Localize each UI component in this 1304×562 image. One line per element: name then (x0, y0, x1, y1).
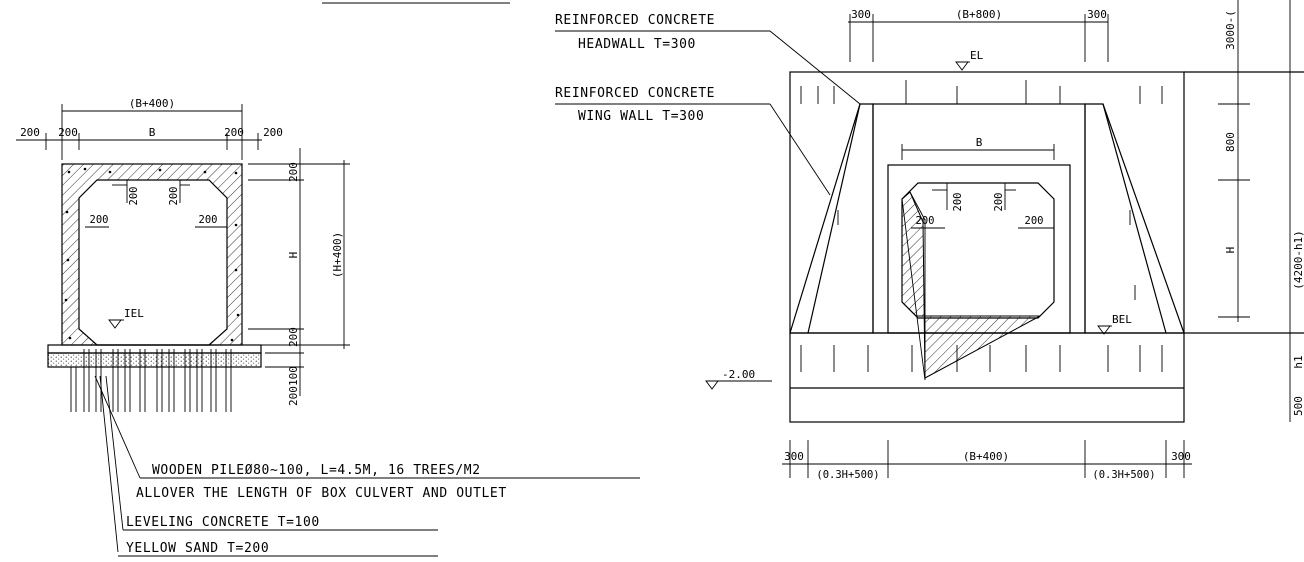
concrete-ticks (800, 80, 1163, 372)
leveling-note-text: LEVELING CONCRETE T=100 (126, 515, 320, 530)
elev-haunch-dim-4: 200 (1025, 215, 1044, 227)
el-triangle-icon (955, 61, 969, 71)
pile-note: WOODEN PILEØ80~100, L=4.5M, 16 TREES/M2 … (136, 463, 640, 501)
sand-note-text: YELLOW SAND T=200 (126, 541, 269, 556)
headwall-callout-2: HEADWALL T=300 (578, 37, 696, 52)
wingwall-callout-2: WING WALL T=300 (578, 109, 704, 124)
wooden-piles (70, 349, 232, 412)
box-wall-hatch (62, 164, 242, 345)
culvert-hatched-wedge (901, 191, 1041, 379)
el-label: EL (970, 49, 984, 62)
elev-dim-b-plus-800: (B+800) (956, 8, 1002, 21)
haunch-dim-3: 200 (90, 214, 109, 226)
elevation-right-dims (1218, 0, 1291, 422)
dim-200-bottom-slab: 200 (287, 327, 300, 347)
box-concrete-wall (62, 164, 242, 345)
elev-dim-300-bottom-left: 300 (784, 450, 804, 463)
elev-haunch-dim-1: 200 (952, 193, 964, 212)
elev-haunch-dim-3: 200 (916, 215, 935, 227)
headwall-callout-1: REINFORCED CONCRETE (555, 13, 715, 28)
iel-triangle-icon (108, 319, 122, 329)
dim-100-leveling: 100 (287, 366, 300, 386)
elev-haunch-dim-2: 200 (993, 193, 1005, 212)
elevation-bottom-dims (782, 440, 1192, 478)
leveling-concrete (47, 344, 262, 354)
box-outer (61, 163, 243, 346)
elev-dim-b-plus-400: (B+400) (963, 450, 1009, 463)
dim-b-plus-400: (B+400) (129, 97, 175, 110)
dim-h: H (287, 252, 300, 259)
elev-dim-4200-h1: (4200-h1) (1292, 230, 1304, 290)
section-top-dims (16, 104, 262, 160)
elev-dim-03h-right: (0.3H+500) (1092, 469, 1155, 481)
elevation-top-dims (848, 14, 1109, 62)
section-leaders (94, 375, 141, 553)
dim-h-plus-400: (H+400) (331, 232, 344, 278)
haunch-dim-4: 200 (199, 214, 218, 226)
elev-dim-h: H (1224, 247, 1237, 254)
sand-note: YELLOW SAND T=200 (118, 541, 438, 557)
wingwall-callout-1: REINFORCED CONCRETE (555, 86, 715, 101)
dim-200-inner-left: 200 (58, 126, 78, 139)
section-right-dims (248, 148, 350, 396)
haunch-dim-1: 200 (128, 187, 140, 206)
leveling-note: LEVELING CONCRETE T=100 (123, 515, 438, 531)
section-haunch-dims (85, 180, 227, 228)
elev-dim-300-left: 300 (851, 8, 871, 21)
elev-dim-800: 800 (1224, 132, 1237, 152)
dim-200-sand: 200 (287, 386, 300, 406)
elev-dim-500: 500 (1292, 396, 1304, 416)
elevation-haunch-dims (911, 183, 1054, 229)
elev-dim-300-bottom-right: 300 (1171, 450, 1191, 463)
headwall-outline (789, 71, 1185, 423)
dim-200-outer-left: 200 (20, 126, 40, 139)
level-triangle-icon (705, 380, 719, 390)
pile-note-line2: ALLOVER THE LENGTH OF BOX CULVERT AND OU… (136, 486, 507, 501)
elevation-view: REINFORCED CONCRETE HEADWALL T=300 REINF… (555, 0, 1304, 481)
box-inner (78, 179, 228, 346)
right-wing-wall-inner (1102, 103, 1167, 334)
elev-dim-h1: h1 (1292, 355, 1304, 368)
dim-200-outer-right: 200 (263, 126, 283, 139)
pile-note-line1: WOODEN PILEØ80~100, L=4.5M, 16 TREES/M2 (152, 463, 481, 478)
rebar-dots (64, 167, 240, 342)
dim-b: B (149, 126, 156, 139)
elev-dim-3000: 3000-( (1224, 10, 1237, 50)
elev-dim-b: B (976, 136, 983, 149)
bel-label: BEL (1112, 313, 1132, 326)
dim-200-inner-right: 200 (224, 126, 244, 139)
yellow-sand (47, 352, 262, 368)
haunch-dim-2: 200 (168, 187, 180, 206)
elev-dim-03h-left: (0.3H+500) (816, 469, 879, 481)
left-wing-wall-inner (807, 103, 861, 334)
level-label: -2.00 (722, 368, 755, 381)
left-wing-wall (789, 103, 874, 334)
iel-label: IEL (124, 307, 144, 320)
cross-section: (B+400) 200 200 B 200 200 200 H (H+400) … (16, 97, 350, 553)
dim-200-top-slab: 200 (287, 162, 300, 182)
elev-dim-300-right: 300 (1087, 8, 1107, 21)
